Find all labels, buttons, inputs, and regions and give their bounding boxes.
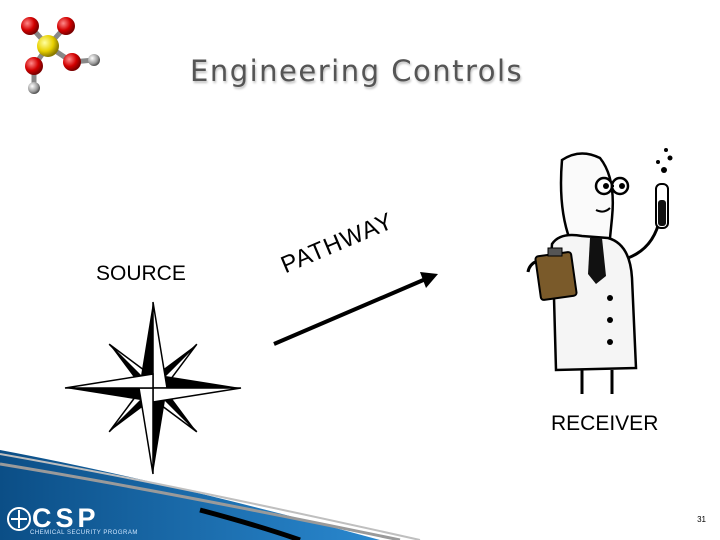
csp-subtitle: CHEMICAL SECURITY PROGRAM: [30, 530, 138, 536]
arrow-icon: [273, 272, 438, 346]
scientist-icon: [526, 148, 673, 394]
csp-logo: CSP: [32, 503, 100, 533]
footer-swoosh: [0, 450, 421, 540]
receiver-label: RECEIVER: [551, 412, 659, 435]
slide-title: Engineering Controls: [190, 54, 524, 88]
csp-emblem-icon: [7, 507, 31, 531]
source-label: SOURCE: [96, 262, 186, 285]
page-number: 31: [697, 515, 706, 524]
compass-star-icon: [64, 301, 242, 475]
molecule-icon: [21, 17, 100, 94]
